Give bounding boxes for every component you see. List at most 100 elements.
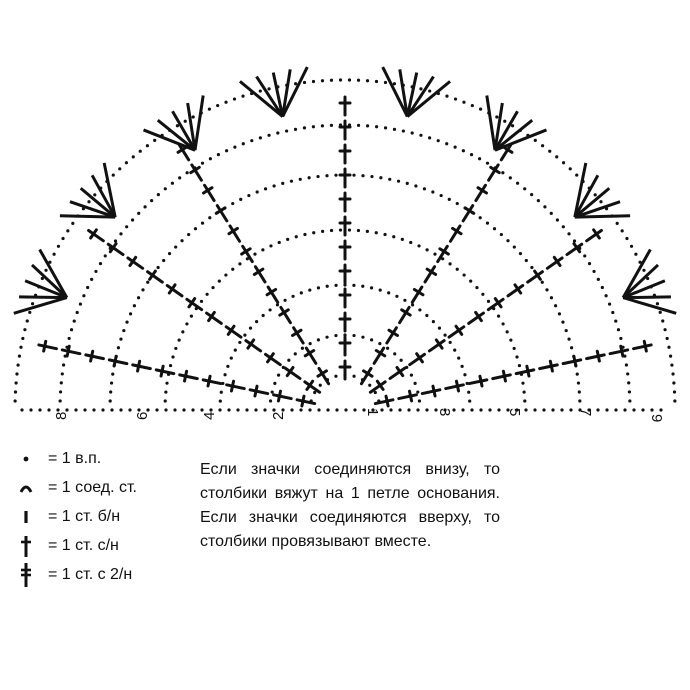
chain-stitch [38, 408, 42, 412]
chain-stitch [614, 408, 618, 412]
chain-stitch [311, 125, 316, 129]
chain-stitch [615, 221, 619, 225]
chain-stitch [561, 161, 566, 165]
chain-stitch [263, 187, 268, 191]
stitch-bar [214, 206, 227, 215]
chain-stitch [174, 245, 178, 249]
chain-stitch [470, 103, 474, 108]
fan-stitch [573, 174, 600, 218]
chain-stitch [145, 144, 150, 148]
chain-stitch [287, 358, 291, 362]
chain-stitch [461, 149, 465, 153]
chain-stitch [338, 78, 343, 82]
chain-stitch [14, 381, 18, 385]
chain-stitch [386, 346, 390, 350]
slip-stitch-icon [19, 485, 33, 493]
chain-stitch [72, 319, 76, 323]
chain-stitch [392, 82, 396, 86]
row-label-3: 3 [436, 408, 453, 416]
legend-item-chain: = 1 в.п. [14, 444, 204, 473]
chain-stitch [116, 346, 121, 350]
chain-stitch [604, 294, 608, 298]
chain-stitch [564, 328, 568, 333]
chain-stitch [501, 171, 505, 175]
double-crochet-stitch [372, 346, 386, 365]
double-crochet-stitch [514, 368, 536, 376]
stitch-bar [501, 369, 507, 383]
chain-stitch [672, 390, 677, 394]
stitch-bar [415, 352, 424, 364]
chain-stitch [414, 184, 418, 188]
legend-item-tr: = 1 ст. с 2/н [14, 560, 204, 589]
chain-stitch [512, 245, 516, 249]
chain-stitch [522, 390, 526, 394]
chain-stitch [578, 399, 582, 403]
chain-stitch [561, 225, 565, 229]
chain-stitch [352, 374, 356, 378]
chain-stitch [628, 399, 632, 403]
chain-stitch [269, 244, 273, 248]
chain-stitch [293, 352, 297, 356]
double-crochet-stitch [178, 373, 199, 381]
chain-stitch [171, 355, 175, 359]
stitch-bar [128, 255, 138, 268]
stitch-bar [189, 165, 201, 175]
stitch-bar [489, 165, 501, 175]
double-crochet-stitch [608, 348, 630, 356]
chain-stitch [78, 302, 83, 306]
fan-stitch [24, 279, 68, 300]
stitch-bar [253, 384, 259, 398]
stitch-bar [548, 359, 554, 373]
chain-stitch [90, 277, 94, 282]
chain-stitch [268, 399, 273, 403]
double-crochet-stitch [177, 143, 191, 162]
double-crochet-stitch [295, 398, 317, 406]
chain-stitch [56, 244, 61, 248]
chain-stitch [247, 193, 251, 198]
chain-stitch [383, 126, 388, 130]
chain-stitch [497, 408, 501, 412]
chain-stitch [239, 197, 243, 202]
chain-stitch [263, 408, 267, 412]
chain-stitch [455, 267, 459, 271]
chain-stitch [227, 408, 231, 412]
chain-stitch [518, 252, 523, 256]
chain-stitch [153, 138, 157, 142]
chain-stitch [268, 308, 272, 312]
chain-stitch [374, 231, 378, 235]
double-crochet-stitch [474, 183, 487, 203]
treble-crochet-icon [21, 562, 31, 587]
stitch-bar [454, 379, 461, 393]
stitch-bar [108, 242, 118, 254]
chain-stitch [283, 298, 287, 302]
chain-stitch [299, 291, 303, 295]
chain-stitch [132, 304, 137, 308]
chain-stitch [48, 260, 52, 264]
chain-stitch [614, 319, 618, 323]
double-crochet-stitch [585, 228, 603, 243]
chain-stitch [368, 383, 372, 387]
fan-stitch [102, 162, 117, 218]
chain-stitch [460, 364, 464, 368]
chain-stitch [317, 408, 321, 412]
chain-stitch [400, 237, 404, 241]
chain-stitch [326, 408, 330, 412]
stitch-bar [513, 283, 523, 295]
chain-stitch [286, 237, 290, 241]
chain-stitch [165, 381, 169, 385]
fan-stitch [38, 248, 69, 299]
double-crochet-stitch [248, 388, 270, 396]
chain-stitch [523, 187, 527, 191]
chain-stitch [30, 302, 35, 306]
chain-stitch [108, 399, 112, 403]
chain-stitch [486, 299, 491, 303]
chain-stitch [164, 408, 168, 412]
chain-stitch [253, 252, 257, 256]
chain-stitch [141, 288, 145, 292]
chain-stitch [338, 228, 343, 232]
chain-stitch [273, 381, 277, 386]
chain-stitch [182, 408, 186, 412]
stitch-bar [303, 349, 316, 358]
chain-stitch [86, 285, 90, 290]
double-crochet-stitch [279, 305, 292, 325]
